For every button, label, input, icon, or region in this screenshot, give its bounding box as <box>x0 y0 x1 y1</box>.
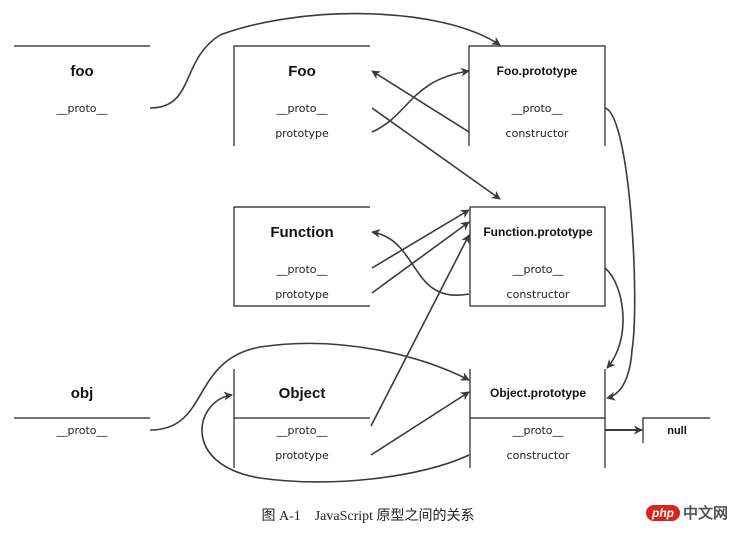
node-Foo-prototype: Foo.prototype __proto__ constructor <box>468 45 606 146</box>
node-Foo-title: Foo <box>288 63 316 80</box>
node-obj-proto: __proto__ <box>55 424 108 437</box>
node-Foo-prototype-title: Foo.prototype <box>497 64 578 78</box>
node-foo: foo __proto__ <box>14 45 150 115</box>
node-null-title: null <box>667 425 687 437</box>
edge-foo-proto-to-Foo-prototype <box>149 12 501 109</box>
edge-Foo-prototype-constructor-to-Foo <box>371 70 470 133</box>
node-Function: Function __proto__ prototype <box>233 206 370 307</box>
node-foo-title: foo <box>70 63 93 80</box>
edge-Foo-proto-to-Function-prototype <box>371 107 501 200</box>
node-obj: obj __proto__ <box>14 385 150 437</box>
node-Function-prototype: prototype <box>275 288 329 301</box>
edge-obj-proto-to-Object-prototype <box>149 342 470 431</box>
node-Function-title: Function <box>270 224 333 241</box>
node-null: null <box>642 417 710 443</box>
node-Object-prototype: prototype <box>275 449 329 462</box>
node-Function-prototype-proto: __proto__ <box>511 263 564 276</box>
watermark-logo-badge: php <box>645 504 680 521</box>
node-Foo-prototype: prototype <box>275 127 329 140</box>
node-Foo-proto: __proto__ <box>275 102 328 115</box>
node-Object-proto: __proto__ <box>275 424 328 437</box>
watermark: php 中文网 <box>645 502 728 523</box>
edge-Function-prototype-proto-to-Object-prototype <box>604 267 624 369</box>
node-Function-prototype: Function.prototype __proto__ constructor <box>469 206 606 307</box>
edge-Function-prototype-constructor-to-Function <box>371 228 470 297</box>
node-Object-prototype-constructor: constructor <box>507 449 570 462</box>
node-Function-prototype-title: Function.prototype <box>483 225 593 239</box>
node-Foo-prototype-proto: __proto__ <box>510 102 563 115</box>
node-obj-title: obj <box>71 385 94 402</box>
node-Foo: Foo __proto__ prototype <box>233 45 370 146</box>
watermark-logo-text: 中文网 <box>682 504 728 522</box>
node-Function-prototype-constructor: constructor <box>507 288 570 301</box>
edge-Foo-prototype-to-Foo-prototype-object <box>371 67 470 133</box>
node-Object-title: Object <box>279 385 326 402</box>
node-Object-prototype: Object.prototype __proto__ constructor <box>469 369 606 468</box>
node-Function-proto: __proto__ <box>275 263 328 276</box>
edge-Foo-prototype-proto-to-Object-prototype <box>604 107 636 401</box>
node-Object: Object __proto__ prototype <box>233 369 370 468</box>
node-Foo-prototype-constructor: constructor <box>506 127 569 140</box>
edge-Object-proto-to-Function-prototype <box>370 234 470 427</box>
node-foo-proto: __proto__ <box>55 102 108 115</box>
node-Object-prototype-title: Object.prototype <box>490 386 586 400</box>
figure-caption: 图 A-1 JavaScript 原型之间的关系 <box>261 509 475 524</box>
edge-Object-prototype-constructor-to-Object <box>201 391 470 483</box>
edge-Function-proto-to-Function-prototype <box>371 209 470 269</box>
edge-Function-prototype-to-Function-prototype-object <box>371 221 470 294</box>
node-Object-prototype-proto: __proto__ <box>511 424 564 437</box>
edge-Object-prototype-to-Object-prototype-object <box>370 391 470 456</box>
